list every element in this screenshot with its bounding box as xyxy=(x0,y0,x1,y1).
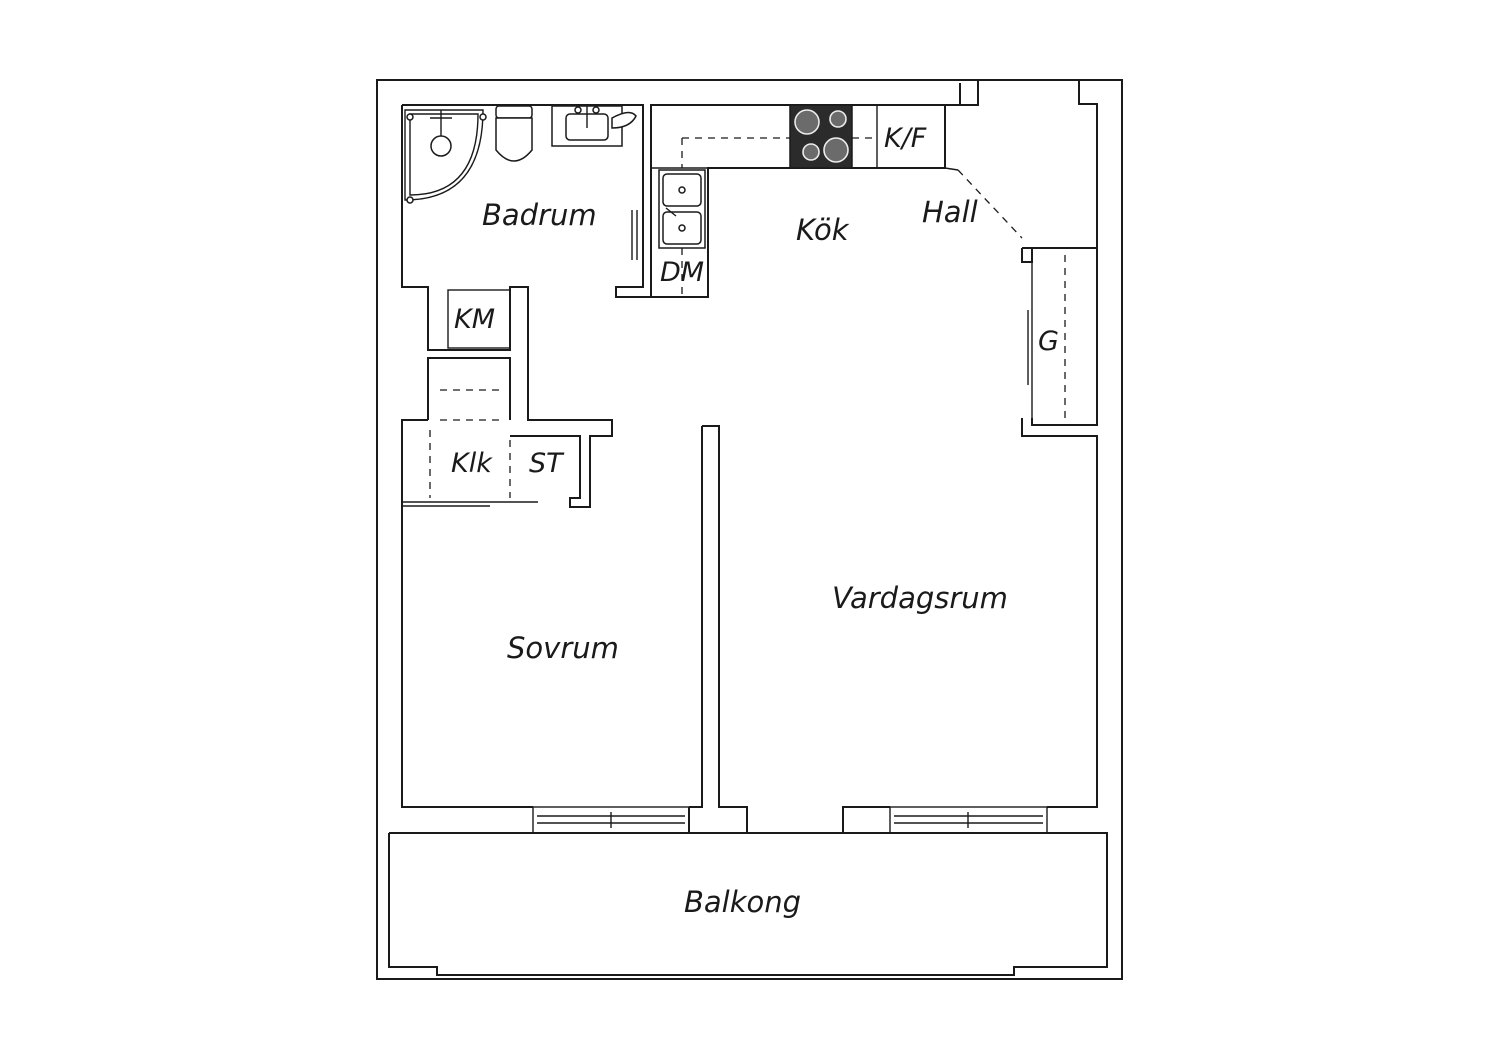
kitchen-sink-icon xyxy=(658,169,706,249)
closet-klk xyxy=(401,357,538,507)
label-dm: DM xyxy=(660,257,704,288)
label-kf: K/F xyxy=(884,123,927,154)
label-sovrum: Sovrum xyxy=(507,631,619,665)
label-hall: Hall xyxy=(922,195,978,229)
apartment-walls xyxy=(401,80,1098,834)
outer-walls xyxy=(376,79,1123,980)
kitchen-dashed-lines xyxy=(681,137,877,297)
label-g: G xyxy=(1038,326,1059,357)
label-klk: Klk xyxy=(451,448,493,479)
toilet-icon xyxy=(495,105,533,162)
stove-icon xyxy=(789,104,853,169)
shower-icon xyxy=(404,109,487,204)
label-vardagsrum: Vardagsrum xyxy=(832,581,1008,615)
label-km: KM xyxy=(454,304,495,335)
label-kok: Kök xyxy=(796,213,850,247)
label-st: ST xyxy=(529,448,565,479)
washbasin-icon xyxy=(551,105,637,147)
washing-machine-km xyxy=(447,289,511,349)
label-badrum: Badrum xyxy=(482,198,597,232)
label-balkong: Balkong xyxy=(684,885,801,919)
balcony xyxy=(388,832,1108,976)
